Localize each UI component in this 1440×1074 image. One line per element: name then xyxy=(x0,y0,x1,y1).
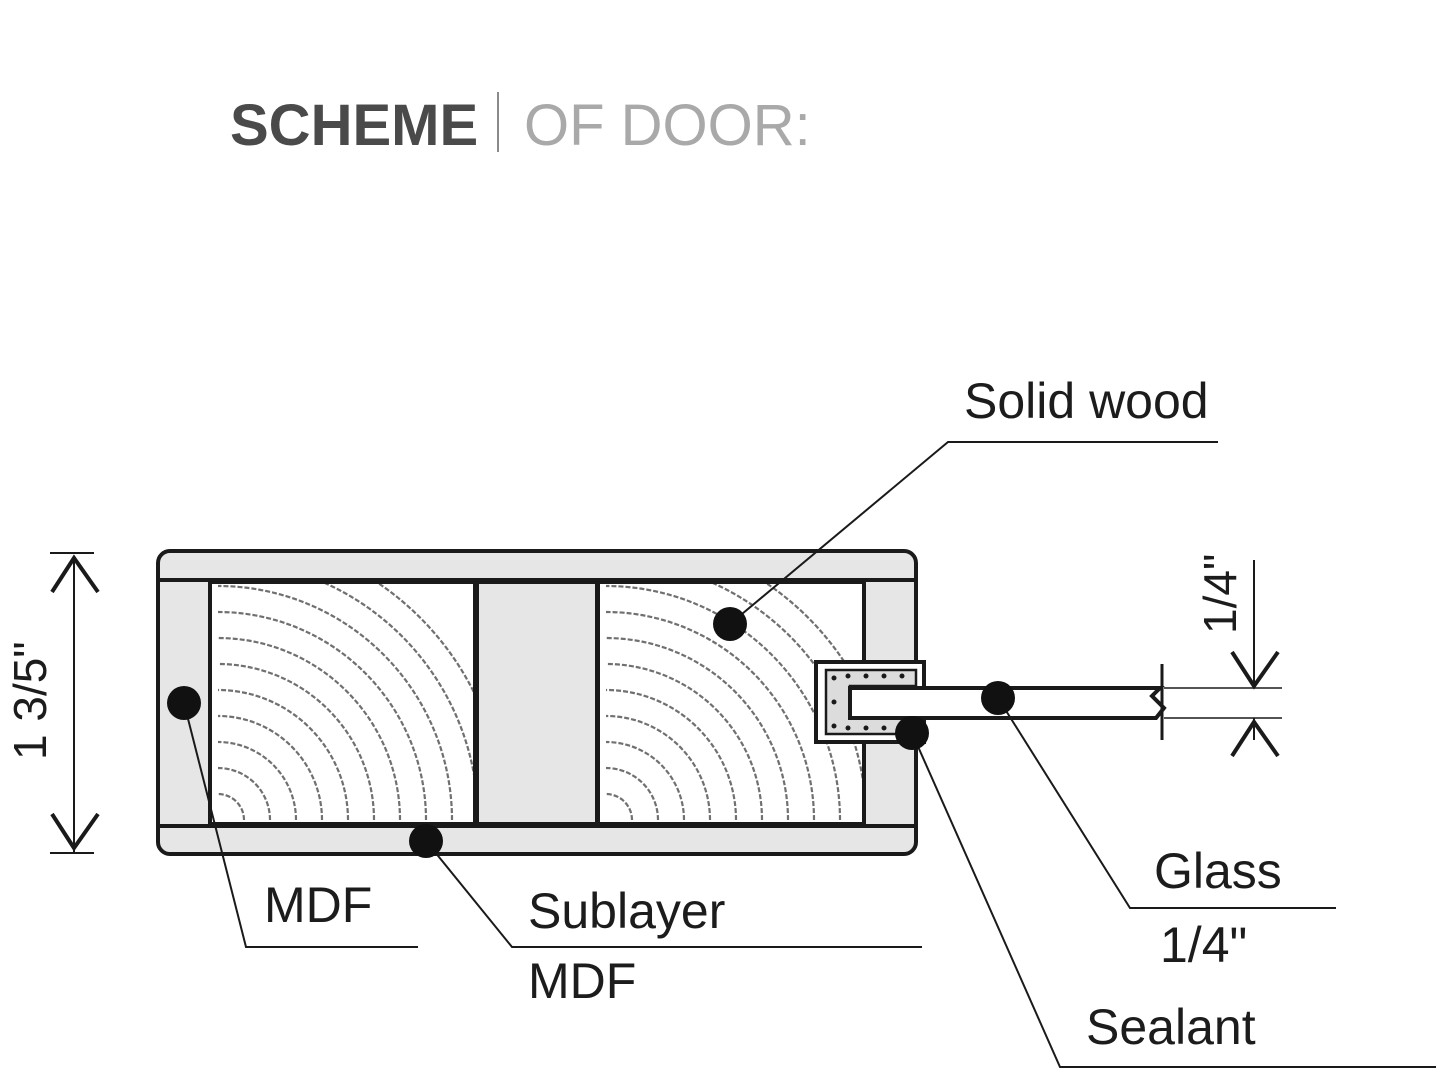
grain-arc xyxy=(712,584,862,782)
grain-arc xyxy=(217,584,454,821)
label-glass: Glass xyxy=(1154,843,1282,899)
grain-arc xyxy=(217,688,350,821)
title-bold: SCHEME xyxy=(230,93,478,158)
left-wood-grain xyxy=(217,584,473,821)
grain-arc xyxy=(605,584,842,821)
leader-solid-wood xyxy=(729,441,1218,625)
grain-arc xyxy=(217,636,402,821)
grain-arc xyxy=(605,688,738,821)
grain-arc xyxy=(217,662,376,821)
dot-glass xyxy=(981,681,1015,715)
label-solid-wood: Solid wood xyxy=(964,373,1209,429)
title-light: OF DOOR: xyxy=(524,93,811,158)
grain-arc xyxy=(765,584,862,696)
leader-sublayer xyxy=(425,840,922,948)
grain-arc xyxy=(605,714,712,821)
glass-dimension-label: 1/4" xyxy=(1194,554,1246,634)
grain-arc xyxy=(605,662,764,821)
door-dim-arrow-bottom xyxy=(50,812,100,852)
dot-sealant xyxy=(895,716,929,750)
leader-glass xyxy=(997,697,1336,909)
label-sublayer-mdf: MDF xyxy=(528,953,636,1009)
grain-arc xyxy=(324,584,473,776)
label-sublayer: Sublayer xyxy=(528,883,725,939)
right-wood-grain xyxy=(605,584,862,821)
left-wood-block xyxy=(208,580,477,826)
grain-arc xyxy=(217,610,428,821)
grain-arc xyxy=(217,714,324,821)
grain-arc xyxy=(217,740,298,821)
label-mdf: MDF xyxy=(264,877,372,933)
grain-arc xyxy=(605,766,660,821)
leader-sealant xyxy=(911,732,1436,1068)
door-thickness-label: 1 3/5" xyxy=(4,641,56,760)
grain-arc xyxy=(217,766,272,821)
leader-mdf xyxy=(183,702,418,948)
dot-solid-wood xyxy=(713,607,747,641)
center-mdf-strip xyxy=(475,580,599,826)
glass-dim-arrow-top xyxy=(1230,650,1280,690)
sealant-dots xyxy=(831,673,905,731)
dot-sublayer xyxy=(409,824,443,858)
grain-arc xyxy=(377,584,473,694)
grain-arc xyxy=(605,636,790,821)
grain-arc xyxy=(217,792,246,821)
label-sealant: Sealant xyxy=(1086,999,1256,1055)
grain-arc xyxy=(605,610,816,821)
grain-arc xyxy=(605,792,634,821)
grain-arc xyxy=(605,740,686,821)
door-dim-arrow-top xyxy=(50,554,100,594)
dot-mdf xyxy=(167,686,201,720)
label-glass-thickness: 1/4" xyxy=(1160,917,1247,973)
